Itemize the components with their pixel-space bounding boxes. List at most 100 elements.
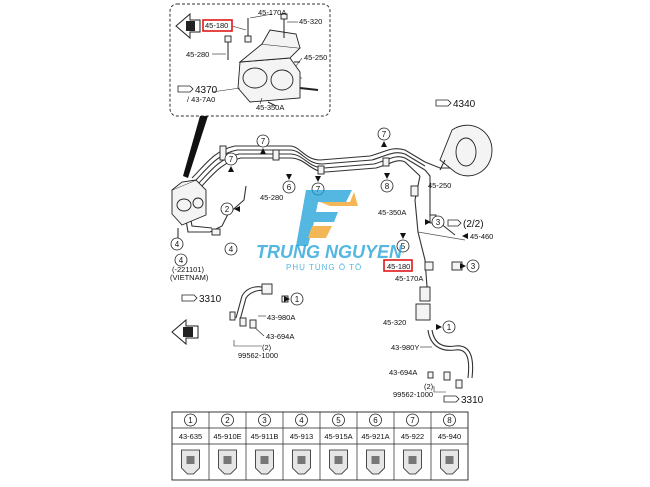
- inset-pointer: [183, 116, 208, 178]
- svg-text:8: 8: [385, 182, 390, 191]
- inset-label-43-7A0: / 43-7A0: [187, 95, 215, 104]
- hose-hardware: [229, 311, 463, 393]
- callout-1b: 1: [442, 320, 456, 334]
- callout-4b: 4: [174, 253, 188, 267]
- legend-cell-6: 645-921A: [361, 413, 390, 475]
- inset-bolts: [224, 13, 300, 63]
- label-45-180: 45-180: [387, 262, 410, 271]
- label-45-320: 45-320: [383, 318, 406, 327]
- svg-text:1: 1: [447, 323, 452, 332]
- svg-text:7: 7: [261, 137, 266, 146]
- inset-leaders: [211, 13, 303, 105]
- main-labels: 4340 45-250 45-350A 45-280 (2/2) 45-460 …: [170, 99, 493, 406]
- legend-num: 2: [225, 416, 230, 425]
- ref-3310-left: 3310: [181, 294, 222, 305]
- legend-cell-1: 143-635: [179, 413, 202, 475]
- legend-clip-detail: [408, 456, 417, 464]
- watermark-logo-icon: [296, 190, 358, 246]
- legend-cell-8: 8 45-940: [438, 413, 461, 475]
- svg-text:7: 7: [382, 130, 387, 139]
- label-qty-2-right: (2): [424, 382, 434, 391]
- label-45-280: 45-280: [260, 193, 283, 202]
- legend-cell-7: 7 45-922: [401, 413, 424, 475]
- watermark-title: TRUNG NGUYEN: [256, 242, 403, 262]
- highlight-45-180: [383, 259, 413, 272]
- legend-num: 3: [262, 416, 267, 425]
- legend-cell-5: 545-915A: [324, 413, 353, 475]
- legend-num: 8: [447, 416, 452, 425]
- label-43-694A: 43-694A: [266, 332, 294, 341]
- svg-text:4: 4: [179, 256, 184, 265]
- inset-highlight-45-180: [202, 19, 233, 32]
- svg-text:7: 7: [229, 155, 234, 164]
- legend-cell-4: 445-913: [290, 413, 313, 475]
- legend-clip-detail: [371, 456, 380, 464]
- callout-8: 8: [380, 179, 394, 193]
- label-45-460: 45-460: [470, 232, 493, 241]
- callout-6: 6: [282, 180, 296, 194]
- inset-label-45-350A: 45-350A: [256, 103, 284, 112]
- svg-text:4: 4: [175, 240, 180, 249]
- legend-num-circle: [184, 413, 197, 427]
- note-221101: (-221101): [172, 265, 204, 274]
- svg-text:2: 2: [225, 205, 230, 214]
- brake-pipes: [177, 145, 474, 379]
- inset-panel: 45-170A 45-320 45-180 45-280 45-250 4370…: [169, 3, 331, 117]
- callout-4c: 4: [224, 242, 238, 256]
- label-45-170A: 45-170A: [395, 274, 423, 283]
- legend-num-circle: [332, 413, 345, 427]
- legend-clip-detail: [297, 456, 306, 464]
- legend-num: 1: [188, 416, 193, 425]
- legend-code: 45-940: [438, 432, 461, 441]
- legend-cell-2: 2 45-910E: [213, 413, 242, 475]
- callout-2: 2: [220, 202, 234, 216]
- master-cylinder: [439, 124, 493, 177]
- parts-legend-table: 143-635 2 45-910E 3 45-911B 445-913 545-915A 64…: [171, 411, 469, 481]
- label-43-980A: 43-980A: [267, 313, 295, 322]
- legend-num-circle: [406, 413, 419, 427]
- watermark-subtitle: PHỤ TÙNG Ô TÔ: [286, 263, 362, 272]
- legend-clip-detail: [223, 456, 232, 464]
- svg-text:6: 6: [287, 183, 292, 192]
- label-43-694A-right: 43-694A: [389, 368, 417, 377]
- legend-num-circle: [295, 413, 308, 427]
- svg-text:3: 3: [436, 218, 441, 227]
- legend-num-circle: [258, 413, 271, 427]
- callout-3a: 3: [431, 215, 445, 229]
- ref-3310-right: 3310: [443, 395, 484, 406]
- label-3310-left: 3310: [199, 294, 222, 305]
- legend-num-circle: [443, 413, 456, 427]
- label-2-2: (2/2): [463, 219, 484, 230]
- inset-label-45-320: 45-320: [299, 17, 322, 26]
- inset-border: [169, 3, 331, 117]
- legend-code: 45-922: [401, 432, 424, 441]
- legend-code: 45-915A: [324, 432, 352, 441]
- callout-4a: 4: [170, 237, 184, 251]
- ref-4340: 4340: [435, 99, 476, 110]
- legend-clip-detail: [334, 456, 343, 464]
- abs-unit-main: [171, 179, 207, 226]
- legend-num: 7: [410, 416, 415, 425]
- label-43-980Y: 43-980Y: [391, 343, 419, 352]
- svg-text:7: 7: [316, 185, 321, 194]
- legend-num: 4: [299, 416, 304, 425]
- label-45-350A: 45-350A: [378, 208, 406, 217]
- callouts: 7 7 7 6 8 7 2 4 4 4 1 3 5 3 1: [170, 127, 480, 334]
- label-45-250: 45-250: [428, 181, 451, 190]
- callout-3b: 3: [466, 259, 480, 273]
- legend-code: 45-910E: [213, 432, 241, 441]
- arrow-45-460: [462, 233, 468, 239]
- front-arrow-icon: [175, 12, 201, 40]
- svg-text:3: 3: [471, 262, 476, 271]
- front-arrow-bottom-icon: [171, 318, 199, 346]
- label-qty-2: (2): [262, 343, 272, 352]
- inset-label-45-180: 45-180: [205, 21, 228, 30]
- legend-code: 45-911B: [251, 432, 279, 441]
- callout-1a: 1: [290, 292, 304, 306]
- legend-clip-detail: [260, 456, 269, 464]
- label-4340: 4340: [453, 99, 476, 110]
- svg-text:5: 5: [401, 242, 406, 251]
- watermark: TRUNG NGUYEN PHỤ TÙNG Ô TÔ: [256, 190, 403, 272]
